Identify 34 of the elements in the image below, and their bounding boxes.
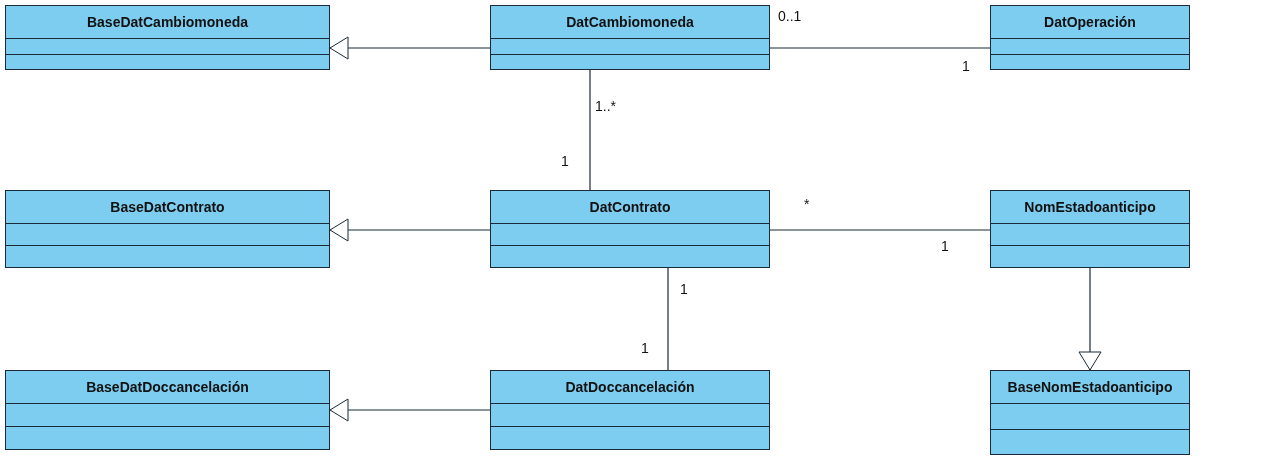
generalization-arrow xyxy=(329,36,491,60)
class-name: DatContrato xyxy=(589,199,671,215)
class-box xyxy=(490,190,770,268)
association-line xyxy=(589,69,591,191)
class-box xyxy=(990,190,1190,268)
association-line xyxy=(769,229,991,231)
generalization-arrow xyxy=(1078,267,1102,371)
generalization-arrow xyxy=(329,218,491,242)
multiplicity-label: 1 xyxy=(641,340,649,356)
class-name: BaseDatDoccancelación xyxy=(86,379,249,395)
multiplicity-label: 1 xyxy=(941,238,949,254)
generalization-arrow xyxy=(329,398,491,422)
class-box xyxy=(5,370,330,450)
multiplicity-label: 1 xyxy=(561,153,569,169)
class-name: BaseNomEstadoanticipo xyxy=(1007,379,1173,395)
class-name: DatDoccancelación xyxy=(565,379,695,395)
class-name: NomEstadoanticipo xyxy=(1024,199,1156,215)
multiplicity-label: 0..1 xyxy=(778,8,802,24)
multiplicity-label: 1 xyxy=(680,281,688,297)
class-name: DatCambiomoneda xyxy=(566,14,694,30)
association-line xyxy=(769,47,991,49)
class-box xyxy=(990,5,1190,70)
multiplicity-label: 1..* xyxy=(595,98,616,114)
class-box xyxy=(5,190,330,268)
class-box xyxy=(5,5,330,70)
class-name: DatOperación xyxy=(1044,14,1136,30)
multiplicity-label: * xyxy=(804,196,810,212)
class-box xyxy=(990,370,1190,455)
multiplicity-label: 1 xyxy=(962,58,970,74)
class-name: BaseDatContrato xyxy=(110,199,225,215)
class-name: BaseDatCambiomoneda xyxy=(86,14,248,30)
association-line xyxy=(667,267,669,371)
class-box xyxy=(490,5,770,70)
class-box xyxy=(490,370,770,450)
